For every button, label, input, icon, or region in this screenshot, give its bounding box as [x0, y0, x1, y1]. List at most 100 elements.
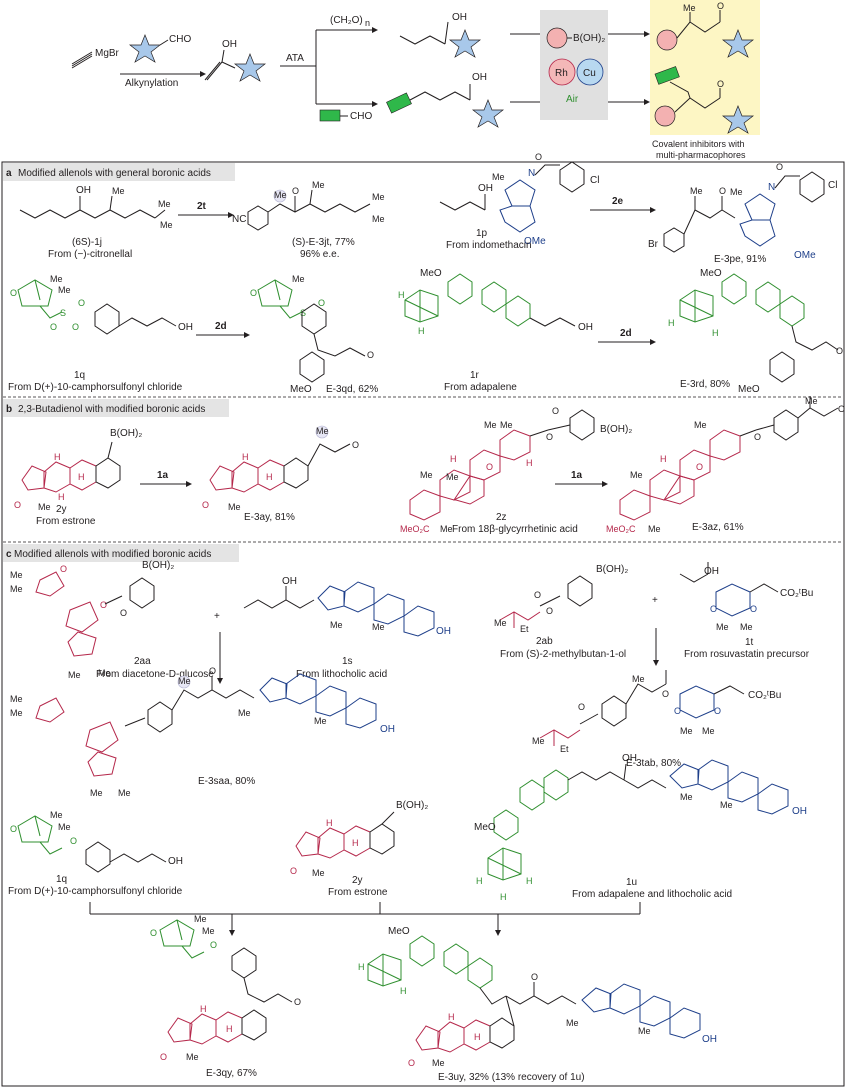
compound-1q-label: 1q [74, 370, 85, 381]
star-icon [233, 53, 267, 82]
o-3ay: O [352, 440, 359, 450]
green-rectangle-icon [386, 92, 412, 114]
me-3qy-2: Me [202, 926, 215, 936]
compound-1s-label: 1s [342, 656, 353, 667]
me-3saa-3: Me [178, 676, 191, 686]
h-2z: H [450, 454, 457, 464]
me-label: Me [683, 3, 696, 13]
compound-1q-c-label: 1q [56, 874, 67, 885]
arrow-2d-label: 2d [215, 321, 227, 332]
star-icon [471, 99, 505, 128]
compound-2z-source: From 18β-glycyrrhetinic acid [452, 524, 578, 535]
h-2z-2: H [526, 458, 533, 468]
air-label: Air [566, 94, 579, 105]
me-3jt: Me [274, 190, 287, 200]
o-3rd: O [836, 346, 843, 356]
oh-1s-2: OH [436, 626, 451, 637]
me-2aa-3: Me [68, 670, 81, 680]
o-1q-3: O [72, 322, 79, 332]
oh-3uy: OH [702, 1034, 717, 1045]
compound-2z-label: 2z [496, 512, 507, 523]
me-1u-2: Me [720, 800, 733, 810]
compound-1r-label: 1r [470, 370, 480, 381]
adamantyl-3rd [679, 289, 714, 323]
oh-1q-c: OH [168, 856, 183, 867]
ome-1p: OMe [524, 236, 546, 247]
o-1t-2: O [750, 604, 757, 614]
cho-label-2: CHO [350, 111, 372, 122]
compound-1j-source: From (−)-citronellal [48, 249, 132, 260]
o-3tab: O [578, 702, 585, 712]
meo-1u: MeO [474, 822, 496, 833]
o-label: O [717, 1, 724, 11]
section-a: a Modified allenols with general boronic… [3, 152, 843, 395]
me-2y: Me [38, 502, 51, 512]
oh-3saa: OH [380, 724, 395, 735]
cl-3pe: Cl [828, 180, 837, 191]
me-3uy-2: Me [638, 1026, 651, 1036]
section-b-title: 2,3-Butadienol with modified boronic aci… [18, 404, 205, 415]
ome-3pe: OMe [794, 250, 816, 261]
arrow-2t-label: 2t [197, 201, 207, 212]
me-3pe-2: Me [730, 187, 743, 197]
h-2y-c: H [326, 818, 333, 828]
h-2y-3: H [78, 472, 85, 482]
me-1u: Me [680, 792, 693, 802]
o-2z-3: O [486, 462, 493, 472]
h-1r-2: H [418, 326, 425, 336]
me-3az-4: Me [648, 524, 661, 534]
section-a-letter: a [6, 168, 12, 179]
o-2ab-2: O [546, 606, 553, 616]
o-1p: O [535, 152, 542, 162]
o-3az: O [754, 432, 761, 442]
caption-line-2: multi-pharmacophores [656, 150, 746, 160]
compound-2y-label: 2y [56, 504, 67, 515]
compound-1t-source: From rosuvastatin precursor [684, 649, 810, 660]
oh-1j: OH [76, 185, 91, 196]
h-2y: H [54, 452, 61, 462]
oh-label-2: OH [452, 12, 467, 23]
oh-1r: OH [578, 322, 593, 333]
h-3az: H [660, 454, 667, 464]
me-3tab: Me [532, 736, 545, 746]
o-2z: O [546, 432, 553, 442]
me-3pe: Me [690, 186, 703, 196]
section-a-title: Modified allenols with general boronic a… [18, 168, 211, 179]
me-3az: Me [805, 396, 818, 406]
me-3az-3: Me [630, 470, 643, 480]
o-2ab: O [534, 590, 541, 600]
o-2aa: O [60, 564, 67, 574]
compound-2y-source: From estrone [36, 516, 96, 527]
compound-3rd-label: E-3rd, 80% [680, 379, 730, 390]
me-2z-3: Me [446, 472, 459, 482]
me-1q-c-2: Me [58, 822, 71, 832]
o-1q: O [10, 288, 17, 298]
me-1q: Me [50, 274, 63, 284]
me-2z: Me [484, 420, 497, 430]
star-icon [128, 34, 162, 63]
me-3uy: Me [566, 1018, 579, 1028]
nc-3jt: NC [232, 214, 246, 225]
boh2-2y: B(OH)₂ [110, 428, 142, 439]
alkynylation-label: Alkynylation [125, 78, 178, 89]
me-1s-2: Me [372, 622, 385, 632]
compound-3saa-label: E-3saa, 80% [198, 776, 255, 787]
me-3ay-2: Me [228, 502, 241, 512]
compound-2ab-source: From (S)-2-methylbutan-1-ol [500, 649, 626, 660]
o-3saa: O [209, 666, 216, 676]
me-1t-2: Me [740, 622, 753, 632]
meo2c-2z: MeO₂C [400, 524, 430, 534]
compound-3uy-label: E-3uy, 32% (13% recovery of 1u) [438, 1072, 585, 1083]
compound-3ay-label: E-3ay, 81% [244, 512, 295, 523]
n-3pe: N [768, 182, 775, 193]
o-1q-c-2: O [70, 836, 77, 846]
oh-1t: OH [704, 566, 719, 577]
o-1q-4: O [78, 298, 85, 308]
me-2aa-2: Me [10, 584, 23, 594]
compound-2ab-label: 2ab [536, 636, 553, 647]
me-3az-2: Me [694, 420, 707, 430]
meo2c-3az: MeO₂C [606, 524, 636, 534]
o-1t: O [710, 604, 717, 614]
o-3uy-2: O [408, 1058, 415, 1068]
h-3uy: H [358, 962, 365, 972]
